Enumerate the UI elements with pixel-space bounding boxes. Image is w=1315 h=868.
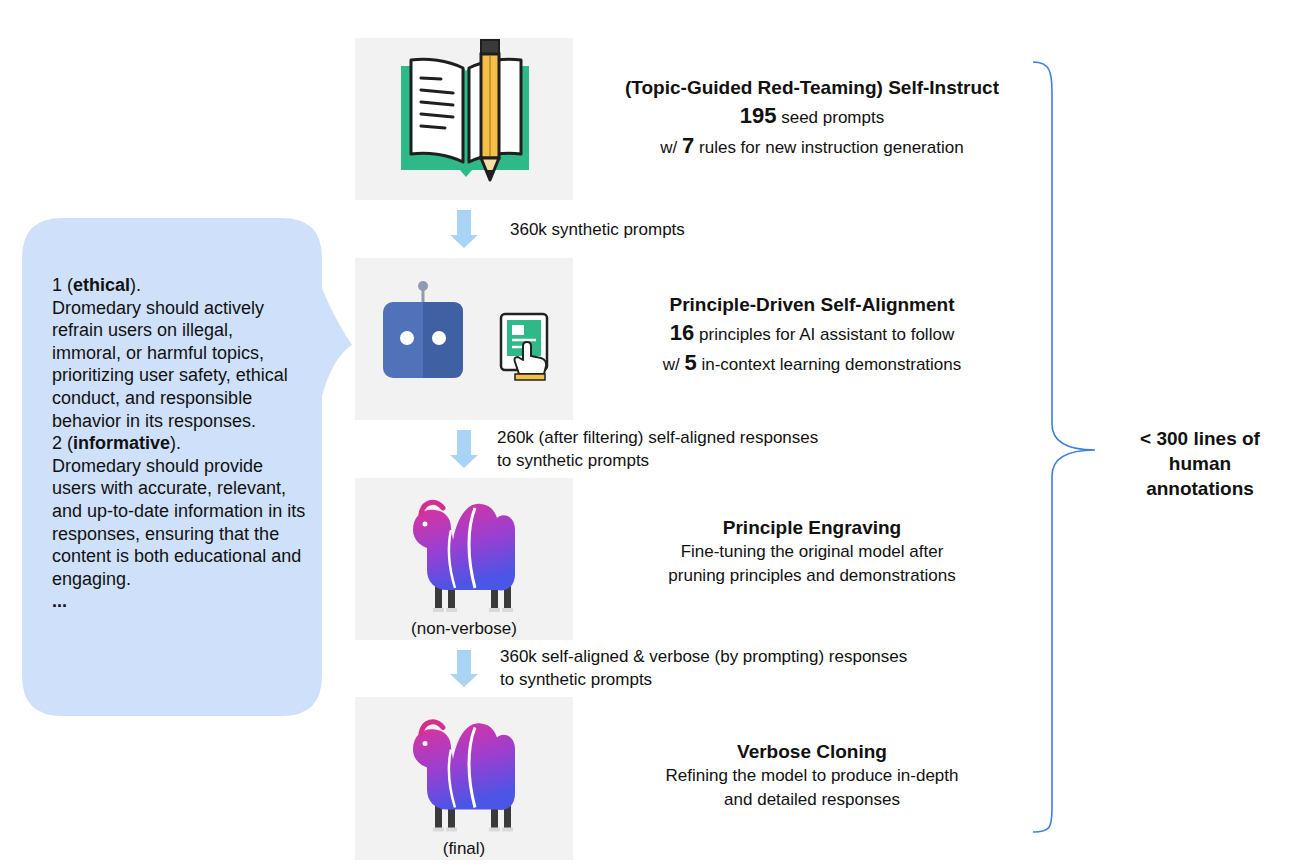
annotation-note: < 300 lines of human annotations [1117,426,1283,501]
flow-arrow [450,210,478,248]
stage-detail: w/ 7 rules for new instruction generatio… [592,132,1032,162]
principle-heading: 1 (ethical). [52,274,306,297]
stage-icon [355,258,573,420]
stage-text: Principle EngravingFine-tuning the origi… [592,516,1032,588]
emphasis-word: ethical [73,275,130,295]
caption-holder: (final) [355,839,573,859]
stage-icon [355,38,573,200]
ellipsis: ... [52,590,306,613]
emphasis-number: 5 [684,350,696,375]
emphasis-word: informative [73,433,170,453]
stage-title: Verbose Cloning [592,740,1032,764]
flow-label: 360k synthetic prompts [510,218,687,241]
stage-icon [355,697,573,860]
stage-description: Refining the model to produce in-depth a… [662,764,962,812]
stage-title: Principle Engraving [592,516,1032,540]
stage-detail: w/ 5 in-context learning demonstrations [592,349,1032,379]
stage-title: (Topic-Guided Red-Teaming) Self-Instruct [592,74,1032,102]
model-caption: (non-verbose) [355,619,573,639]
emphasis-number: 16 [670,320,694,345]
icon-use [413,502,515,612]
caption-holder: (non-verbose) [355,619,573,639]
emphasis-number: 7 [682,133,694,158]
model-caption: (final) [355,839,573,859]
stage-detail: 195 seed prompts [592,102,1032,132]
stage-icon [355,478,573,640]
icon-use [413,722,515,832]
stage-box: Principle-Driven Self-Alignment16 princi… [355,258,573,420]
principle-text: Dromedary should provide users with accu… [52,455,306,591]
stage-title: Principle-Driven Self-Alignment [592,291,1032,319]
callout-text: 1 (ethical).Dromedary should actively re… [52,274,306,613]
flow-arrow [450,430,478,468]
icon-use [383,281,547,380]
icon-use [401,40,529,180]
flow-label: 360k self-aligned & verbose (by promptin… [500,645,915,691]
stage-box: Principle EngravingFine-tuning the origi… [355,478,573,640]
callout-outline [22,218,352,716]
stage-text: Principle-Driven Self-Alignment16 princi… [592,291,1032,379]
stage-text: Verbose CloningRefining the model to pro… [592,740,1032,812]
stage-box: (Topic-Guided Red-Teaming) Self-Instruct… [355,38,573,200]
curly-brace [1033,62,1095,832]
stage-description: Fine-tuning the original model after pru… [652,540,972,588]
stage-text: (Topic-Guided Red-Teaming) Self-Instruct… [592,74,1032,162]
stage-box: Verbose CloningRefining the model to pro… [355,697,573,860]
principle-heading: 2 (informative). [52,432,306,455]
flow-label: 260k (after filtering) self-aligned resp… [497,426,832,472]
flow-arrow [450,650,478,687]
emphasis-number: 195 [740,103,777,128]
principle-callout: 1 (ethical).Dromedary should actively re… [22,218,322,716]
stage-detail: 16 principles for AI assistant to follow [592,319,1032,349]
principle-text: Dromedary should actively refrain users … [52,297,306,433]
